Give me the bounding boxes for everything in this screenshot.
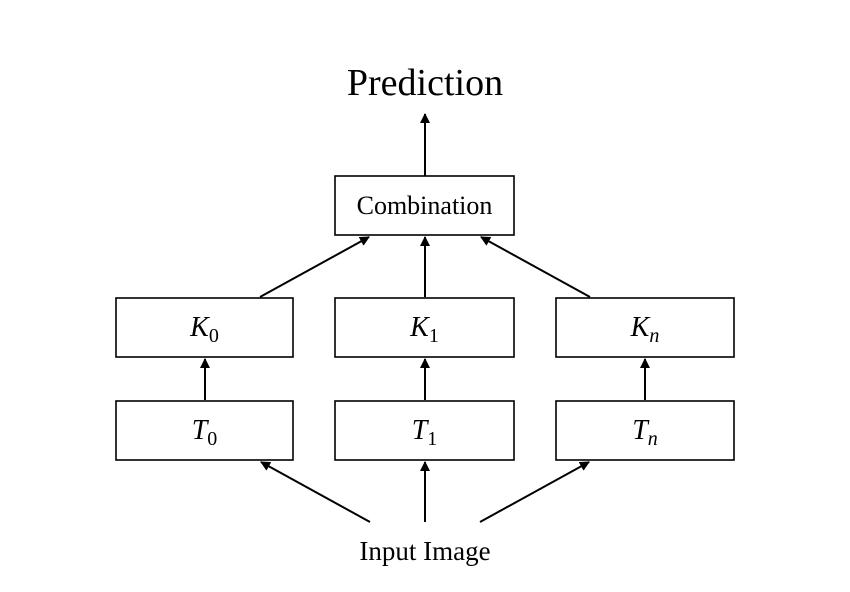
prediction-label: Prediction: [347, 62, 503, 104]
t0-label: T0: [192, 415, 218, 450]
input-image-label: Input Image: [359, 536, 490, 566]
k1-node: K1: [334, 297, 515, 358]
arrow-input-to-tn: [479, 461, 590, 523]
k1-label: K1: [409, 312, 439, 347]
k1-box: [334, 297, 515, 358]
t0-box: [115, 400, 294, 461]
arrow-k0-to-combination: [259, 236, 370, 298]
t0-node: T0: [115, 400, 294, 461]
tn-node: Tn: [555, 400, 735, 461]
kn-box: [555, 297, 735, 358]
k0-node: K0: [115, 297, 294, 358]
t1-box: [334, 400, 515, 461]
arrow-kn-to-combination: [480, 236, 591, 298]
kn-label: Kn: [630, 312, 660, 347]
combination-node: Combination: [334, 175, 515, 236]
combination-box: [334, 175, 515, 236]
k0-label: K0: [189, 312, 219, 347]
combination-label: Combination: [357, 191, 493, 220]
k0-box: [115, 297, 294, 358]
t1-node: T1: [334, 400, 515, 461]
arrow-input-to-t0: [260, 461, 371, 523]
kn-node: Kn: [555, 297, 735, 358]
tn-label: Tn: [632, 415, 658, 450]
t1-label: T1: [412, 415, 438, 450]
tn-box: [555, 400, 735, 461]
